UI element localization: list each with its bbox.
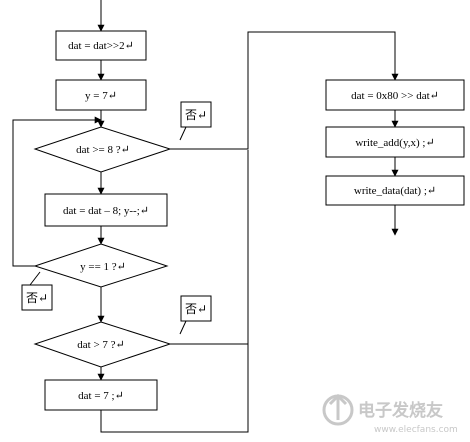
decision-y-eq-1-text: y == 1 ?↵ (80, 261, 126, 273)
decision-dat-gt-7-text: dat > 7 ?↵ (77, 339, 125, 351)
process-box-set-dat7-text: dat = 7 ;↵ (78, 390, 124, 402)
elecfans-logo-icon (322, 393, 354, 426)
process-box-sub8-text: dat = dat – 8; y--;↵ (63, 205, 149, 217)
elecfans-watermark: 电子发烧友 www.elecfans.com (322, 393, 458, 435)
branch-label-no-1: 否↵ (179, 101, 212, 141)
process-box-write-add: write_add(y,x) ;↵ (325, 126, 465, 158)
process-box-write-add-text: write_add(y,x) ;↵ (355, 137, 434, 149)
process-box-or80-text: dat = 0x80 >> dat↵ (351, 90, 439, 102)
branch-label-no-1-text: 否↵ (185, 108, 207, 122)
connector-lines (12, 0, 399, 433)
branch-label-no-2-text: 否↵ (26, 291, 48, 305)
process-box-set-y7-text: y = 7↵ (85, 90, 117, 102)
watermark-url: www.elecfans.com (374, 425, 458, 435)
process-box-sub8: dat = dat – 8; y--;↵ (44, 193, 168, 227)
decision-dat-ge-8-text: dat >= 8 ?↵ (76, 144, 130, 156)
process-box-set-dat7: dat = 7 ;↵ (44, 379, 158, 411)
process-box-shift: dat = dat>>2↵ (55, 30, 147, 61)
decision-y-eq-1: y == 1 ?↵ (33, 243, 169, 288)
decision-dat-gt-7: dat > 7 ?↵ (33, 321, 172, 368)
process-box-set-y7: y = 7↵ (55, 79, 147, 111)
process-box-write-data: write_data(dat) ;↵ (325, 175, 465, 206)
decision-dat-ge-8: dat >= 8 ?↵ (33, 126, 172, 173)
watermark-text: 电子发烧友 (358, 400, 443, 421)
process-box-write-data-text: write_data(dat) ;↵ (354, 185, 436, 197)
process-box-shift-text: dat = dat>>2↵ (68, 40, 134, 52)
process-box-or80: dat = 0x80 >> dat↵ (325, 79, 465, 111)
branch-label-no-3: 否↵ (179, 295, 212, 335)
branch-label-no-3-text: 否↵ (185, 302, 207, 316)
branch-label-no-2: 否↵ (21, 271, 53, 311)
